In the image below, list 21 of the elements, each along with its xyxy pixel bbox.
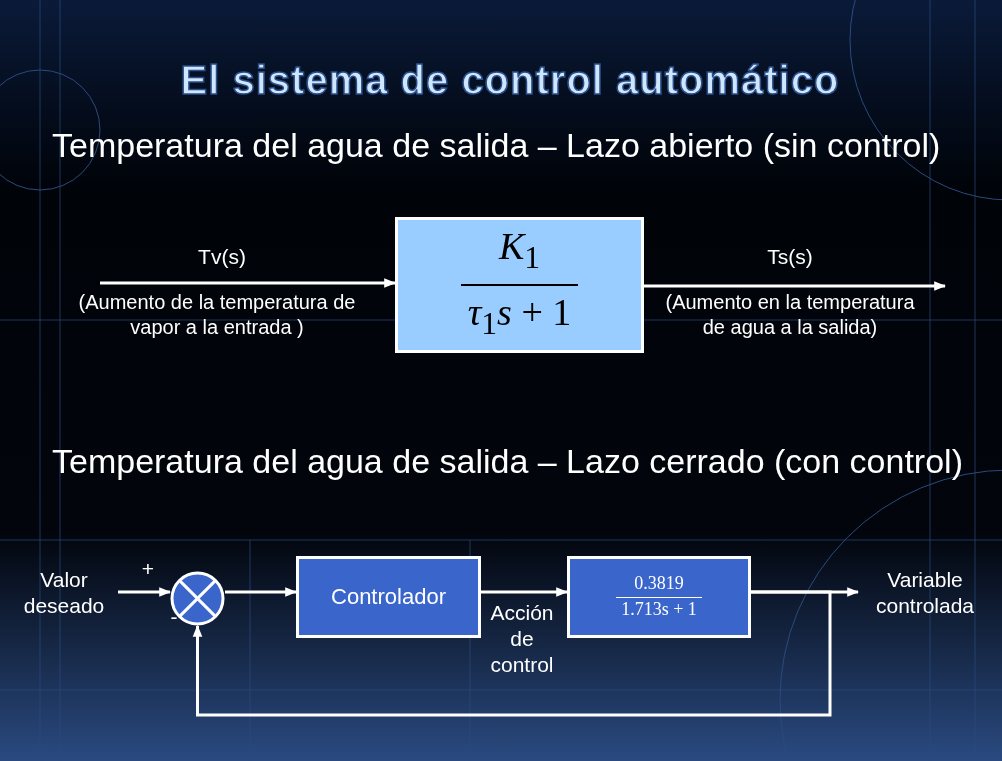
arrow: [481, 587, 569, 597]
sign-label: +: [140, 556, 156, 582]
arrow: [100, 278, 397, 288]
arrow: [225, 587, 298, 597]
output-label: Variable controlada: [874, 567, 976, 619]
edge-label: Ts(s): [766, 244, 814, 270]
input-label: Valor deseado: [22, 567, 106, 619]
signal-description: (Aumento en la temperatura de agua a la salida): [664, 290, 916, 340]
edge-label: Tv(s): [197, 244, 247, 270]
arrow: [192, 590, 832, 717]
edge-label: Acción de control: [489, 600, 555, 678]
section-heading: Temperatura del agua de salida – Lazo cerrado (con control): [52, 441, 964, 482]
signal-description: (Aumento de la temperatura de vapor a la entrada ): [77, 290, 357, 340]
section-heading: Temperatura del agua de salida – Lazo abierto (sin control): [52, 125, 942, 166]
transfer-function-block: K$_{1}$ τ$_{1}$s + 1: [395, 217, 644, 353]
sign-label: -: [169, 604, 179, 630]
controller-block: Controlador: [296, 556, 481, 638]
arrow: [644, 281, 947, 291]
transfer-function-block: 0.3819 1.713s + 1: [567, 556, 751, 638]
arrow: [118, 587, 172, 597]
slide-title: El sistema de control automático: [179, 58, 841, 103]
